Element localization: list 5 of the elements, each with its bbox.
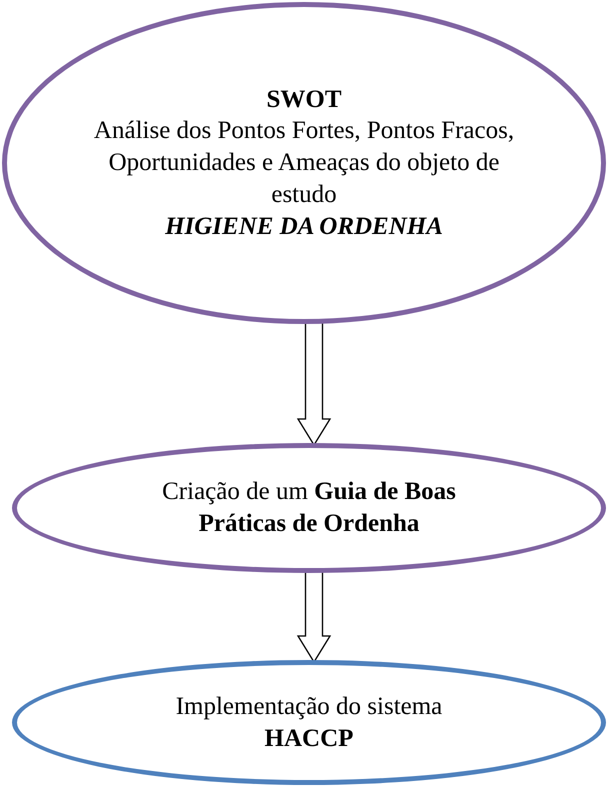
node-text: SWOT	[266, 84, 342, 115]
node-text: HIGIENE DA ORDENHA	[165, 212, 443, 242]
node-text: Análise dos Pontos Fortes, Pontos Fracos, Oportunidades e Ameaças do objeto de estudo	[92, 116, 516, 210]
node-text: Criação de um Guia de Boas Práticas de Ordenha	[161, 477, 457, 539]
node-text: Implementação do sistema HACCP	[174, 692, 444, 754]
